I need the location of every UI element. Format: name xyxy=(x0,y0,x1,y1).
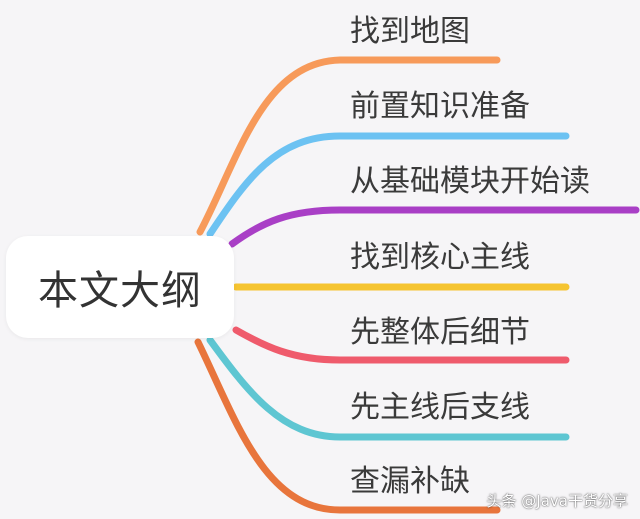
branch-line-mainline-then-branches xyxy=(206,336,570,441)
branch-line-find-map xyxy=(196,56,501,236)
watermark: 头条 @Java干货分享 xyxy=(486,492,628,510)
branch-label-find-map[interactable]: 找到地图 xyxy=(350,14,470,49)
branch-line-start-basic-modules xyxy=(228,206,640,248)
branch-label-fill-gaps[interactable]: 查漏补缺 xyxy=(350,464,470,499)
root-node[interactable]: 本文大纲 xyxy=(6,236,234,338)
branch-label-core-mainline[interactable]: 找到核心主线 xyxy=(350,240,530,275)
branch-label-mainline-then-branches[interactable]: 先主线后支线 xyxy=(350,390,530,425)
branch-line-overall-then-details xyxy=(232,326,570,364)
root-node-label: 本文大纲 xyxy=(38,268,202,314)
branch-label-prerequisites[interactable]: 前置知识准备 xyxy=(350,89,530,124)
branch-label-overall-then-details[interactable]: 先整体后细节 xyxy=(350,315,530,350)
branch-label-start-basic-modules[interactable]: 从基础模块开始读 xyxy=(350,164,590,199)
branch-line-fill-gaps xyxy=(194,338,501,514)
branch-line-prerequisites xyxy=(206,132,570,238)
